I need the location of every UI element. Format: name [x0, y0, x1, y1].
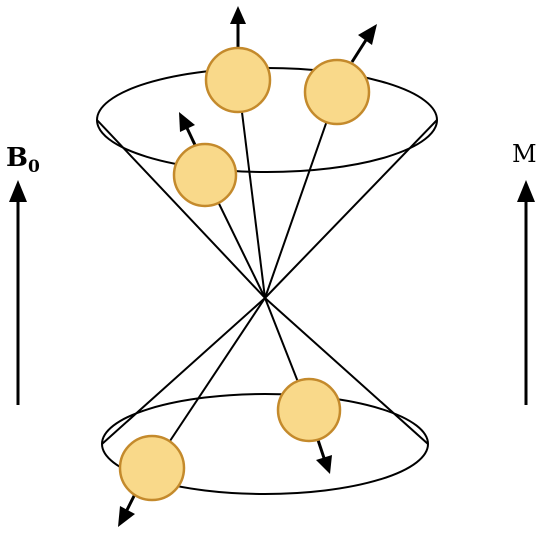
- magnetization-label: M: [512, 140, 537, 168]
- lower-cone-right-edge: [264, 297, 429, 445]
- spin-particle-top-left: [172, 142, 238, 208]
- spin-vector-top-right: [264, 91, 338, 299]
- spin-arrow-shaft-bottom-left: [125, 493, 137, 511]
- spin-arrow-shaft-bottom-right: [316, 439, 326, 459]
- magnetization-arrow: [517, 180, 535, 405]
- spin-particle-bottom-right: [276, 377, 342, 443]
- spin-vector-bottom-left: [151, 297, 266, 469]
- field-label: B0: [6, 143, 40, 177]
- spin-particle-bottom-left: [118, 434, 186, 502]
- upper-cone-right-edge: [264, 119, 438, 299]
- spin-particle-top-right: [303, 58, 371, 126]
- magnetization-arrow-head: [517, 180, 535, 202]
- spin-vector-top-center: [237, 79, 266, 299]
- lower-cone-left-edge: [101, 297, 266, 445]
- upper-cone-left-edge: [96, 119, 266, 299]
- spin-arrow-head-bottom-right: [316, 455, 332, 474]
- field-arrow-head: [9, 180, 27, 202]
- spin-arrow-shaft-top-left: [185, 127, 197, 146]
- spin-arrow-shaft-top-right: [350, 39, 368, 63]
- field-arrow-b0: [9, 180, 27, 405]
- spin-particle-top-center: [204, 46, 272, 114]
- spin-arrow-head-top-left: [179, 112, 195, 132]
- spin-arrow-head-bottom-left: [118, 506, 135, 527]
- spin-arrow-head-top-center: [230, 6, 246, 24]
- spin-arrow-head-top-right: [358, 24, 377, 45]
